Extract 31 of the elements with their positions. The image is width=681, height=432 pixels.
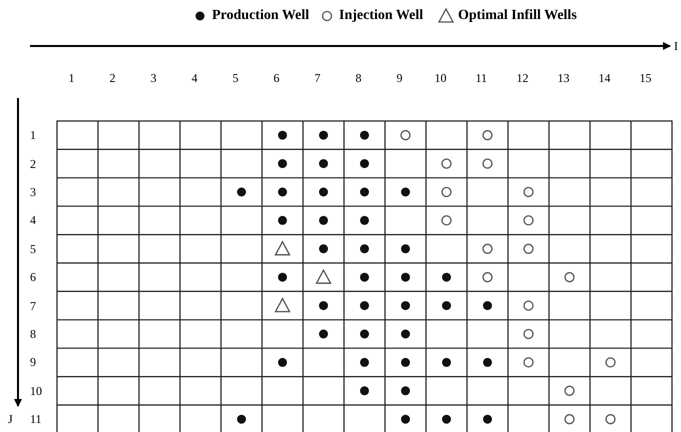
row-number: 11 <box>30 412 42 426</box>
column-number: 11 <box>476 71 488 85</box>
column-number: 12 <box>516 71 528 85</box>
axis-label: J <box>8 412 13 426</box>
legend-label: Injection Well <box>339 8 424 24</box>
row-number: 2 <box>30 156 36 171</box>
column-number: 9 <box>396 71 402 85</box>
axis-label: I <box>674 39 678 53</box>
column-number: 6 <box>274 71 280 85</box>
legend-label: Production Well <box>212 8 310 24</box>
column-number: 4 <box>192 71 198 85</box>
legend-label: Optimal Infill Wells <box>458 8 577 24</box>
column-number: 8 <box>356 71 362 85</box>
row-number: 5 <box>30 242 36 256</box>
column-number: 5 <box>232 71 238 85</box>
column-number: 14 <box>598 71 610 85</box>
column-number: 10 <box>434 71 446 85</box>
column-number: 13 <box>558 71 570 85</box>
column-number: 7 <box>314 71 320 85</box>
column-number: 2 <box>110 71 116 85</box>
row-number: 1 <box>30 128 36 142</box>
row-number: 9 <box>30 355 36 370</box>
row-number: 8 <box>30 327 36 341</box>
row-number: 3 <box>30 185 36 199</box>
column-number: 3 <box>150 71 156 85</box>
row-number: 6 <box>30 270 36 284</box>
column-number: 15 <box>640 71 652 85</box>
column-number: 1 <box>68 71 74 85</box>
row-number: 7 <box>30 298 36 313</box>
row-number: 10 <box>30 384 42 398</box>
row-number: 4 <box>30 213 36 228</box>
